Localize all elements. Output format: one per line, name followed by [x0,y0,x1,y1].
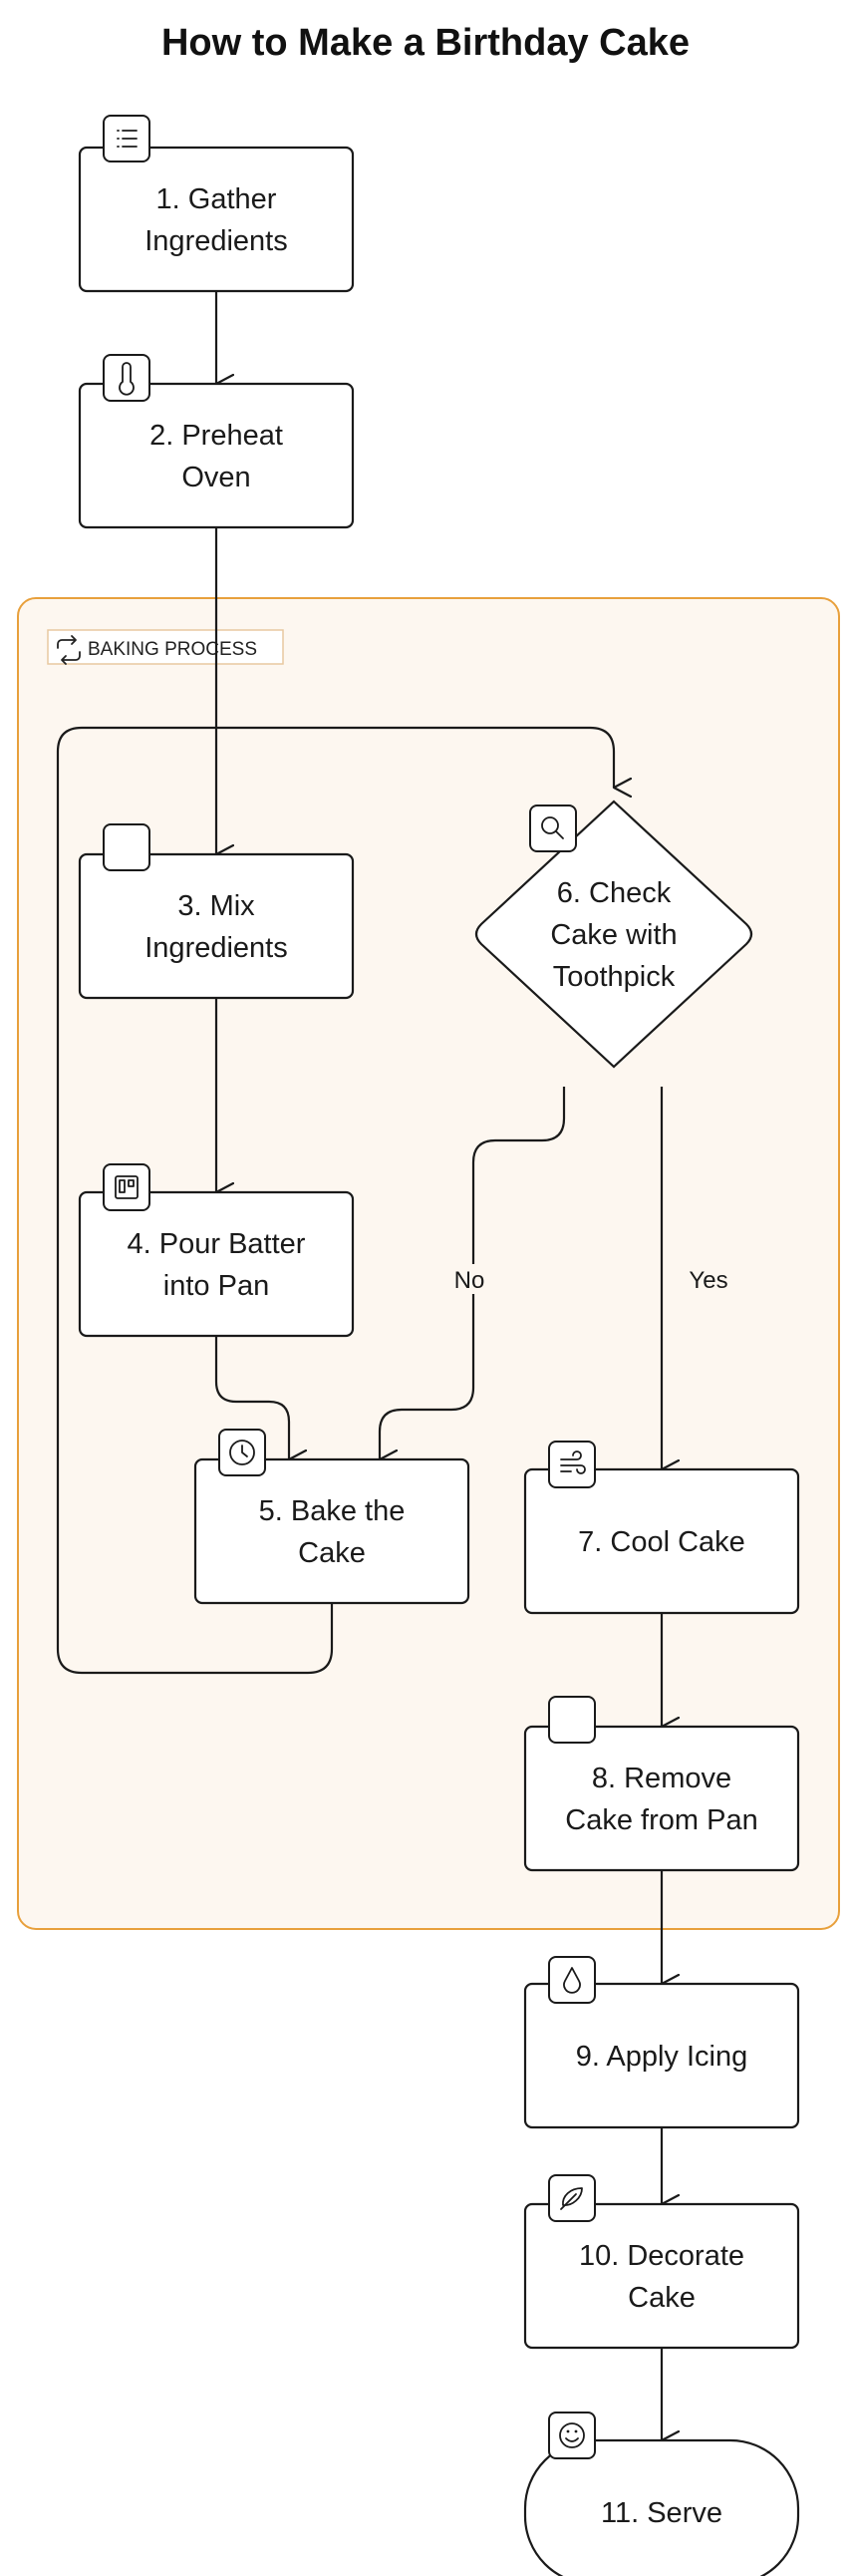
process-shape[interactable] [523,1725,800,1872]
blank-icon [103,823,150,871]
clock-icon [218,1429,266,1476]
node-label-line: 11. Serve [601,2497,722,2529]
node-label-line: Cake from Pan [565,1804,757,1836]
repeat-icon [57,635,81,665]
node-label-line: Cake [298,1537,366,1569]
thermometer-icon [103,354,150,402]
edge-label-n6-n5: No [454,1267,485,1294]
node-label-line: Toothpick [553,961,676,993]
smile-icon [548,2412,596,2459]
node-label-line: 10. Decorate [579,2240,744,2272]
node-n4[interactable]: 4. Pour Batter into Pan [78,1190,355,1338]
edge-label-bg [683,1264,734,1294]
pan-icon [103,1163,150,1211]
node-label-line: 9. Apply Icing [576,2041,748,2073]
node-label-line: 4. Pour Batter [128,1228,306,1260]
node-n7[interactable]: 7. Cool Cake [523,1467,800,1615]
process-shape[interactable] [78,852,355,1000]
node-label-line: 2. Preheat [149,420,283,452]
droplet-icon [548,1956,596,2004]
node-label-line: Ingredients [144,225,288,257]
search-icon [529,805,577,852]
node-n9[interactable]: 9. Apply Icing [523,1982,800,2129]
group-label-box [47,629,284,665]
node-label-line: 1. Gather [156,183,277,215]
node-label-line: into Pan [163,1270,269,1302]
process-shape[interactable] [78,146,355,293]
node-n11[interactable]: 11. Serve [523,2438,800,2576]
feather-icon [548,2174,596,2222]
process-shape[interactable] [523,1467,800,1615]
edge-n4-n5 [214,1336,289,1459]
node-label-line: Cake [628,2282,696,2314]
node-label-line: 8. Remove [592,1763,731,1794]
group-label: BAKING PROCESS [88,639,257,660]
node-label-line: Ingredients [144,932,288,964]
process-shape[interactable] [523,2202,800,2350]
node-label-line: 7. Cool Cake [578,1526,745,1558]
terminal-shape[interactable] [523,2438,800,2576]
node-label-line: 6. Check [557,877,672,909]
process-shape[interactable] [523,1982,800,2129]
node-label-line: Cake with [550,919,677,951]
edge-label-n6-n7: Yes [689,1267,727,1294]
blank-icon [548,1696,596,1744]
node-label-line: 3. Mix [177,890,255,922]
diagram-title: How to Make a Birthday Cake [160,22,691,64]
process-shape[interactable] [78,1190,355,1338]
wind-icon [548,1441,596,1488]
process-shape[interactable] [193,1457,470,1605]
decision-shape[interactable] [474,800,753,1069]
node-label-line: Oven [181,462,250,493]
node-label-line: 5. Bake the [259,1495,406,1527]
edge-n5-n6 [56,726,614,1675]
process-shape[interactable] [78,382,355,529]
edge-label-bg [443,1264,495,1294]
list-icon [103,115,150,162]
